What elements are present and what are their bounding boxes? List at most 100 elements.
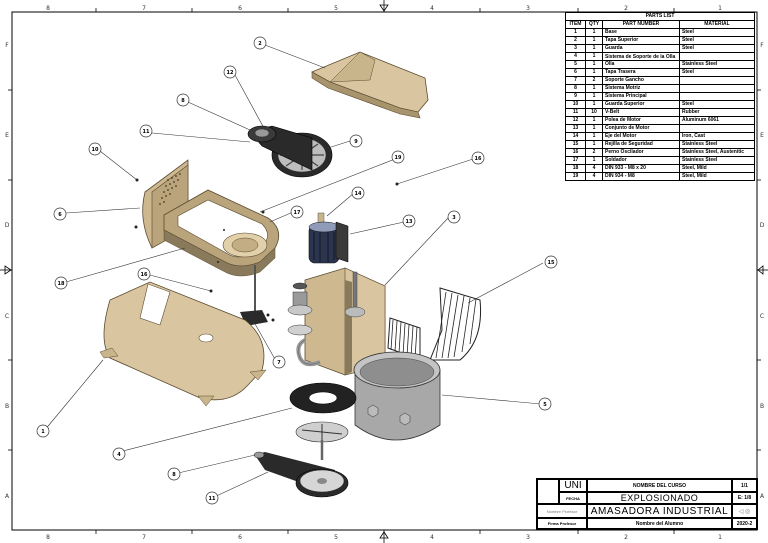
part-guard-box [304, 267, 386, 376]
cell-part: Guarda Superior [602, 100, 680, 109]
zone-left-C: C [5, 313, 9, 320]
balloon-14: 14 [355, 191, 362, 197]
cell-qty: 1 [585, 28, 603, 37]
zone-bottom-5: 5 [334, 534, 338, 541]
balloon-16b: 16 [141, 272, 148, 278]
cell-part: Soporte Gancho [602, 76, 680, 85]
cell-qty: 1 [585, 68, 603, 77]
cell-item: 11 [565, 108, 586, 117]
zone-left-D: D [5, 222, 10, 229]
cell-part: Sistema Principal [602, 92, 680, 101]
cell-item: 6 [565, 68, 586, 77]
cell-item: 19 [565, 172, 586, 181]
zone-top-6: 6 [238, 5, 242, 12]
cell-material [679, 52, 755, 61]
cell-qty: 10 [585, 108, 603, 117]
zone-ticks [8, 8, 761, 534]
balloon-3: 3 [452, 215, 456, 221]
cell-part: Tapa Superior [602, 36, 680, 45]
header-item: ITEM [565, 20, 586, 29]
cell-qty: 1 [585, 84, 603, 93]
part-bowl-support [289, 382, 357, 460]
zone-top-4: 4 [430, 5, 434, 12]
cell-material: Steel [679, 44, 755, 53]
cell-item: 17 [565, 156, 586, 165]
cell-material [679, 84, 755, 93]
zone-right-A: A [760, 493, 765, 500]
cell-qty: 1 [585, 116, 603, 125]
cell-qty: 1 [585, 124, 603, 133]
zone-right-F: F [760, 42, 764, 49]
course-name: NOMBRE DEL CURSO [587, 479, 732, 492]
institution: UNI [559, 479, 587, 492]
part-bowl [353, 351, 441, 441]
cell-item: 13 [565, 124, 586, 133]
cell-material: Steel [679, 100, 755, 109]
balloon-11b: 11 [209, 496, 216, 502]
cell-qty: 1 [585, 52, 603, 61]
balloon-19: 19 [395, 155, 402, 161]
logo-cell [537, 479, 559, 504]
student-name: Nombre del Alumno [587, 518, 732, 529]
drawing-border [11, 11, 758, 531]
cell-item: 3 [565, 44, 586, 53]
part-upper-guard [163, 189, 280, 277]
drawing-type: EXPLOSIONADO [587, 492, 732, 504]
zone-right-D: D [760, 222, 765, 229]
part-motor [308, 212, 349, 264]
cell-item: 15 [565, 140, 586, 149]
cell-material: Steel [679, 28, 755, 37]
zone-bottom-3: 3 [526, 534, 530, 541]
sheet-number: 1/1 [732, 479, 757, 492]
cell-item: 2 [565, 36, 586, 45]
cell-qty: 4 [585, 172, 603, 181]
cell-item: 9 [565, 92, 586, 101]
cell-item: 1 [565, 28, 586, 37]
cell-part: Tapa Trasera [602, 68, 680, 77]
header-material: MATERIAL [679, 20, 755, 29]
cell-part: Conjunto de Motor [602, 124, 680, 133]
professor-signature: Firma Profesor [537, 518, 587, 529]
cell-qty: 4 [585, 164, 603, 173]
balloon-9: 9 [354, 139, 358, 145]
balloon-8b: 8 [172, 472, 176, 478]
cell-material: Aluminum 6061 [679, 116, 755, 125]
part-top-cover [311, 51, 429, 119]
zone-top-2: 2 [624, 5, 628, 12]
part-safety-grid [387, 287, 482, 361]
cell-qty: 1 [585, 60, 603, 69]
cell-part: Polea de Motor [602, 116, 680, 125]
drawing-title: AMASADORA INDUSTRIAL [587, 504, 732, 518]
cell-part: Sistema Motriz [602, 84, 680, 93]
balloon-15: 15 [548, 260, 555, 266]
balloon-10: 10 [92, 147, 99, 153]
cell-item: 5 [565, 60, 586, 69]
cell-item: 10 [565, 100, 586, 109]
date-label: FECHA [559, 492, 587, 504]
cell-item: 12 [565, 116, 586, 125]
projection-symbol-icon: ◁ ◎ [732, 504, 757, 518]
zone-top-7: 7 [142, 5, 146, 12]
part-motor-drive [253, 451, 349, 498]
zone-top-1: 1 [718, 5, 722, 12]
cell-qty: 1 [585, 156, 603, 165]
cell-material: Stainless Steel [679, 156, 755, 165]
cell-qty: 1 [585, 100, 603, 109]
cell-item: 14 [565, 132, 586, 141]
balloon-13: 13 [406, 219, 413, 225]
cell-item: 4 [565, 52, 586, 61]
